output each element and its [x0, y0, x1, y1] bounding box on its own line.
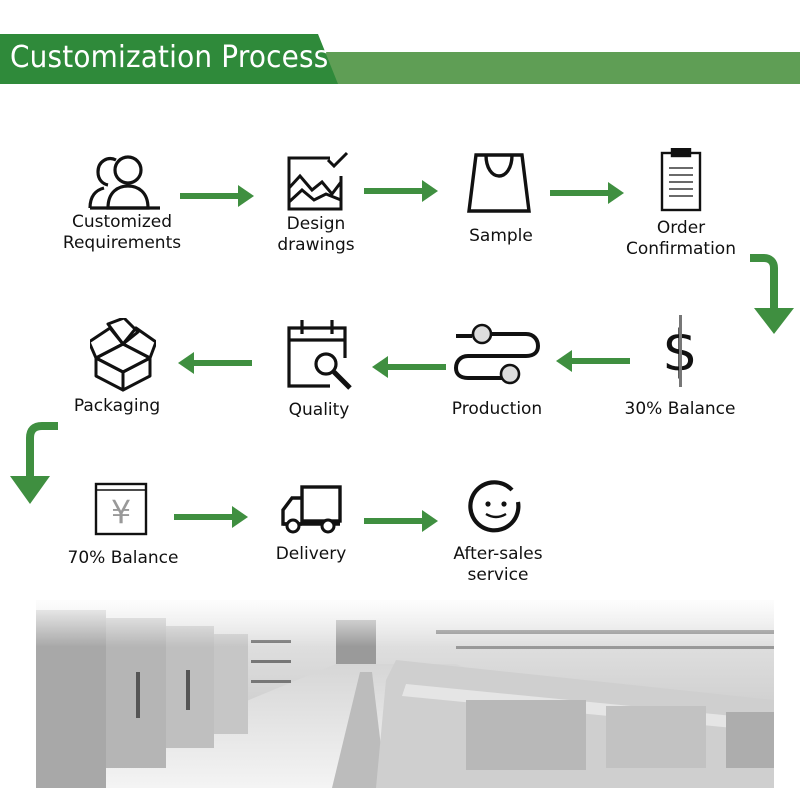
step-label-production: Production [451, 399, 543, 419]
step-label-delivery: Delivery [275, 544, 347, 564]
smile-service-icon [468, 480, 521, 533]
step-label-quality: Quality [288, 400, 350, 420]
step-label-customized-requirements: Customized Requirements [62, 212, 182, 253]
step-label-sample: Sample [469, 226, 533, 246]
step-label-70-balance: 70% Balance [67, 548, 179, 568]
arrow-left-icon [178, 352, 252, 374]
arrow-right-icon [174, 506, 248, 528]
arrow-curve-down-icon [10, 422, 58, 504]
box-icon [90, 318, 156, 392]
step-label-design-drawings: Design drawings [277, 214, 355, 255]
arrow-left-icon [372, 356, 446, 378]
page-title: Customization Process [10, 40, 329, 75]
arrow-left-icon [556, 350, 630, 372]
calendar-search-icon [287, 320, 352, 390]
dollar-icon: $ [662, 315, 698, 387]
arrow-right-icon [550, 182, 624, 204]
step-label-order-confirmation: Order Confirmation [626, 218, 736, 259]
kitchen-photo [36, 600, 774, 788]
step-label-30-balance: 30% Balance [624, 399, 736, 419]
users-icon [88, 155, 160, 210]
arrow-right-icon [180, 185, 254, 207]
header-banner-tab [0, 34, 338, 84]
clipboard-icon [660, 148, 702, 212]
yen-icon: ¥ [94, 482, 148, 536]
chart-check-icon [287, 151, 349, 211]
arrow-right-icon [364, 180, 438, 202]
svg-text:¥: ¥ [111, 493, 131, 531]
process-icon [453, 323, 541, 385]
arrow-curve-down-icon [750, 254, 794, 334]
bag-icon [467, 153, 531, 213]
step-label-after-sales-service: After-sales service [453, 544, 543, 585]
step-label-packaging: Packaging [73, 396, 161, 416]
truck-icon [281, 485, 342, 534]
arrow-right-icon [364, 510, 438, 532]
